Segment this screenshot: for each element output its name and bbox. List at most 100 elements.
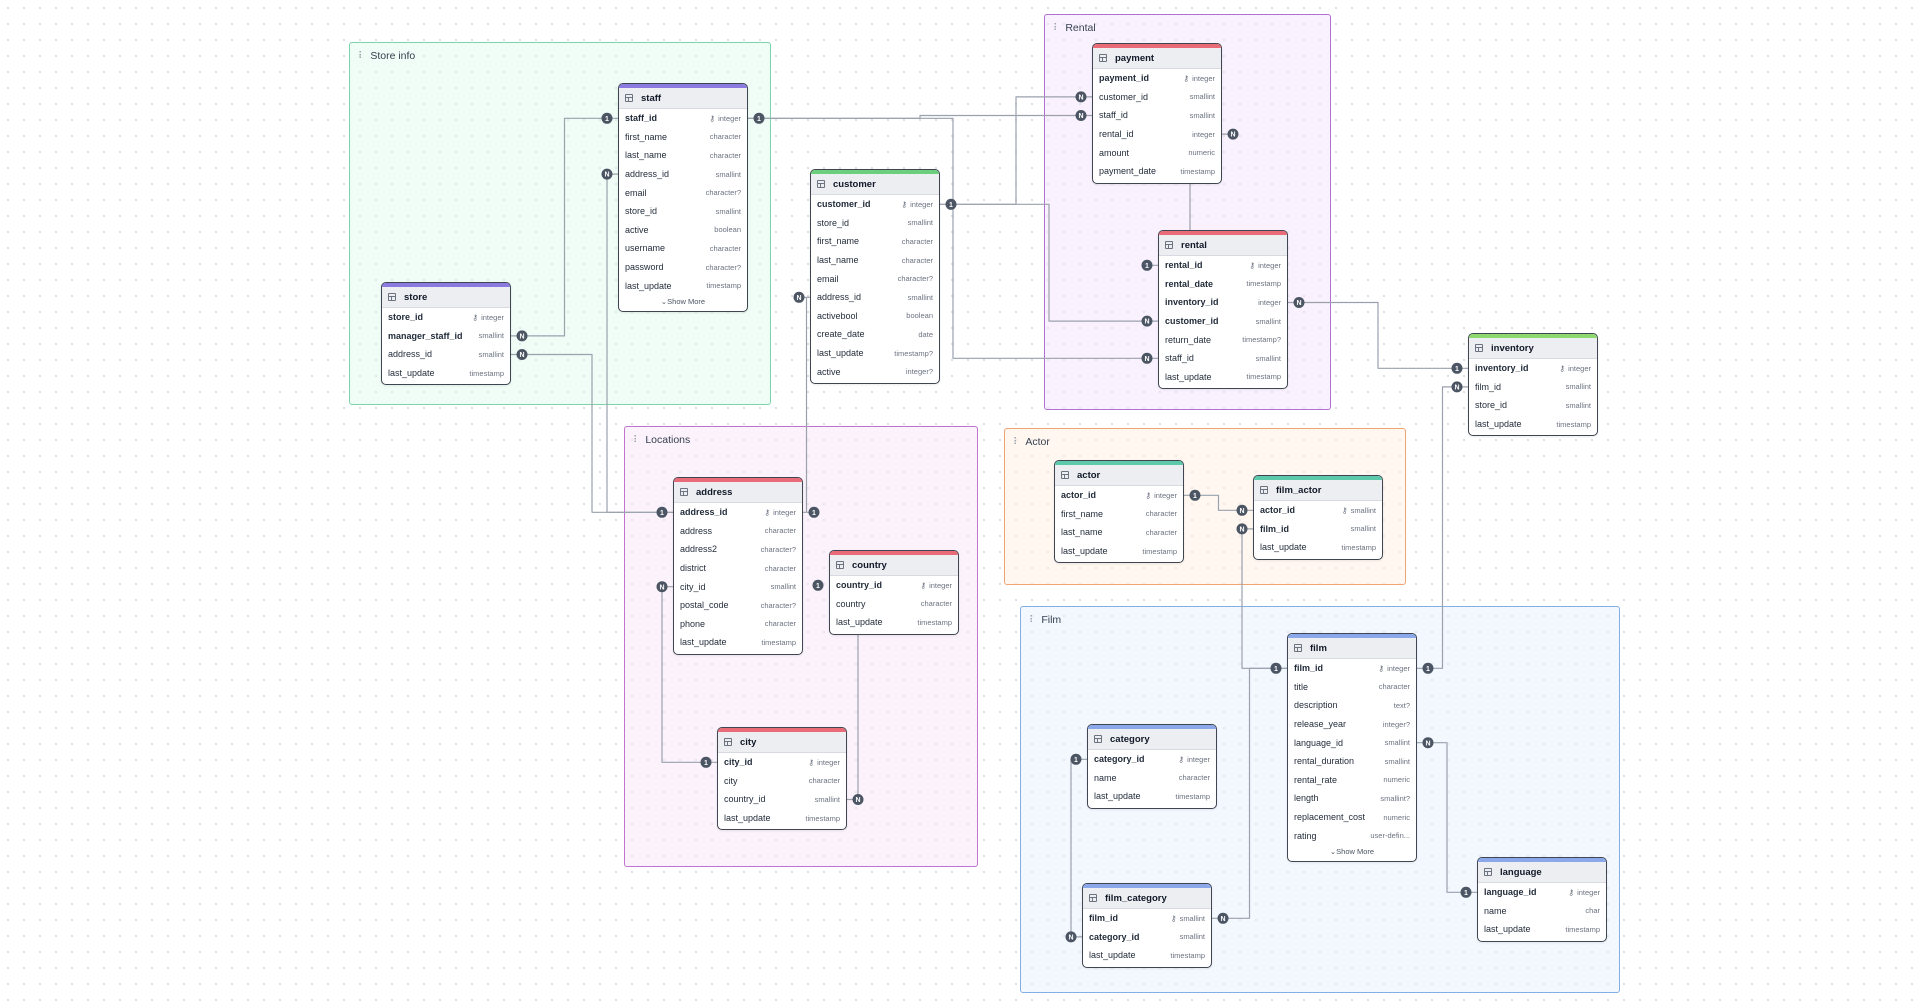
column-row[interactable]: country_id⚷integer <box>830 576 958 595</box>
drag-handle-icon[interactable]: ⠇ <box>1029 614 1036 626</box>
group-label[interactable]: ⠇Actor <box>1013 436 1050 448</box>
table-header[interactable]: actor <box>1055 465 1183 486</box>
column-row[interactable]: language_id⚷integer <box>1478 883 1606 902</box>
table-header[interactable]: category <box>1088 729 1216 750</box>
table-header[interactable]: store <box>382 287 510 308</box>
relationship-line[interactable] <box>1212 667 1287 919</box>
column-row[interactable]: inventory_id⚷integer <box>1469 359 1597 378</box>
column-row[interactable]: rental_id⚷integer <box>1159 256 1287 275</box>
column-row[interactable]: address_id⚷integer <box>674 503 802 522</box>
group-label[interactable]: ⠇Rental <box>1053 22 1096 34</box>
column-row[interactable]: staff_id⚷integer <box>619 109 747 128</box>
table-header[interactable]: inventory <box>1469 338 1597 359</box>
relationship-line[interactable] <box>940 203 1158 322</box>
column-row[interactable]: store_id⚷integer <box>382 308 510 327</box>
table-header[interactable]: staff <box>619 88 747 109</box>
table-header[interactable]: film_category <box>1083 888 1211 909</box>
relationship-line[interactable] <box>606 173 673 513</box>
show-more-button[interactable]: ⌄ Show More <box>1288 845 1416 859</box>
relationship-line[interactable] <box>1288 301 1468 369</box>
relationship-line[interactable] <box>1417 742 1477 893</box>
show-more-button[interactable]: ⌄ Show More <box>619 295 747 309</box>
group-label[interactable]: ⠇Locations <box>633 434 690 446</box>
relationship-line[interactable] <box>661 586 717 763</box>
drag-handle-icon[interactable]: ⠇ <box>1013 436 1020 448</box>
table-header[interactable]: payment <box>1093 48 1221 69</box>
column-row[interactable]: category_id⚷integer <box>1088 750 1216 769</box>
column-row[interactable]: actor_id⚷integer <box>1055 486 1183 505</box>
column-row[interactable]: customer_id⚷integer <box>811 195 939 214</box>
table-header[interactable]: country <box>830 555 958 576</box>
column-row[interactable]: film_id⚷smallint <box>1083 909 1211 928</box>
table-header[interactable]: rental <box>1159 235 1287 256</box>
column-row[interactable]: actor_id⚷smallint <box>1254 501 1382 520</box>
group-label[interactable]: ⠇Film <box>1029 614 1061 626</box>
column-row[interactable]: film_id⚷integer <box>1288 659 1416 678</box>
table-header[interactable]: film_actor <box>1254 480 1382 501</box>
drag-handle-icon[interactable]: ⠇ <box>1053 22 1060 34</box>
relationship-line[interactable] <box>940 96 1092 205</box>
drag-handle-icon[interactable]: ⠇ <box>633 434 640 446</box>
column-row[interactable]: payment_id⚷integer <box>1093 69 1221 88</box>
